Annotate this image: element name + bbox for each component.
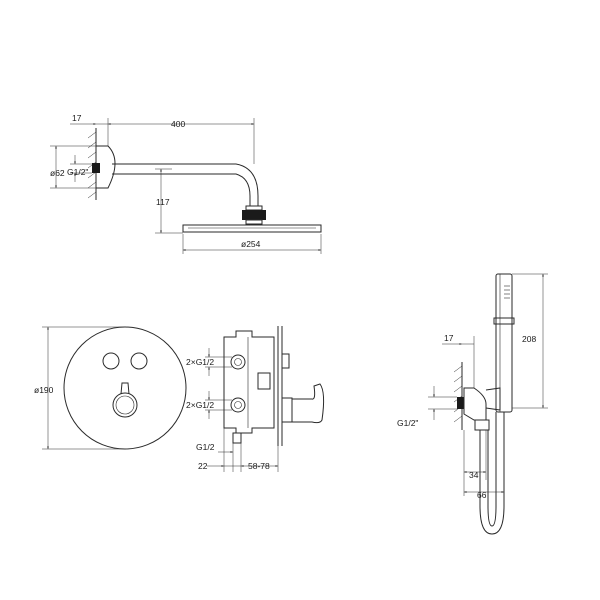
handset-body — [495, 273, 513, 413]
mixer-body-view: 2×G1/2 2×G1/2 G1/2 22 58-78 — [186, 326, 325, 472]
dim-flange-diameter: ø62 — [50, 168, 65, 178]
hand-shower-view: 17 G1/2" 208 34 66 — [397, 273, 548, 535]
shower-arm-tube-bottom — [112, 173, 251, 206]
button-spindle — [281, 353, 290, 369]
dim-plate-diameter: ø190 — [34, 385, 54, 395]
outlet-bottom-fitting — [230, 397, 246, 413]
inlet-pipe — [232, 432, 242, 444]
thermostat-knob — [112, 392, 138, 418]
dim-drop-height: 117 — [156, 197, 170, 207]
hand-thread-fitting — [457, 397, 464, 409]
dim-outlet-bottom: 2×G1/2 — [186, 400, 214, 410]
control-plate — [63, 326, 187, 450]
dim-install-depth: 58-78 — [248, 461, 270, 471]
dim-head-diameter: ø254 — [241, 239, 261, 249]
mixer-body — [223, 330, 275, 434]
push-button-right — [130, 352, 148, 370]
handset-band — [493, 317, 515, 325]
dim-holder-depth: 34 — [469, 470, 479, 480]
shower-hose-outer — [479, 412, 505, 535]
dim-arm-thread: G1/2" — [67, 167, 88, 177]
knob-spindle — [281, 397, 293, 423]
shower-head — [182, 224, 322, 233]
dim-wall-depth: 22 — [198, 461, 208, 471]
dim-outlet-top: 2×G1/2 — [186, 357, 214, 367]
hose-connector — [474, 419, 490, 431]
swivel-collar — [245, 219, 263, 225]
outlet-top-fitting — [230, 354, 246, 370]
control-plate-view: ø190 — [34, 326, 187, 450]
shower-arm-view: 17 400 ø62 G1/2" 117 ø254 — [50, 113, 322, 254]
dim-arm-flange-offset: 17 — [72, 113, 82, 123]
shower-arm-tube-top — [112, 163, 259, 206]
dim-hand-thread: G1/2" — [397, 418, 418, 428]
thermostat-knob-inner — [115, 395, 135, 415]
dim-inlet-thread: G1/2 — [196, 442, 215, 452]
wall-elbow — [463, 387, 487, 421]
thread-fitting — [92, 163, 100, 173]
dim-hand-height: 208 — [522, 334, 536, 344]
push-button-left — [102, 352, 120, 370]
dim-hand-flange-offset: 17 — [444, 333, 454, 343]
knob-side-profile — [291, 383, 325, 424]
handset-spray-holes — [504, 285, 510, 299]
dim-arm-length: 400 — [171, 119, 185, 129]
shower-holder — [485, 387, 501, 411]
hand-wall-hatch — [453, 365, 463, 423]
knob-lever — [120, 382, 130, 395]
swivel-joint — [242, 210, 266, 220]
mixer-cartridge — [257, 372, 271, 390]
shower-hose-inner — [487, 412, 497, 527]
swivel-nut — [245, 205, 263, 211]
dim-outlet-depth: 66 — [477, 490, 487, 500]
